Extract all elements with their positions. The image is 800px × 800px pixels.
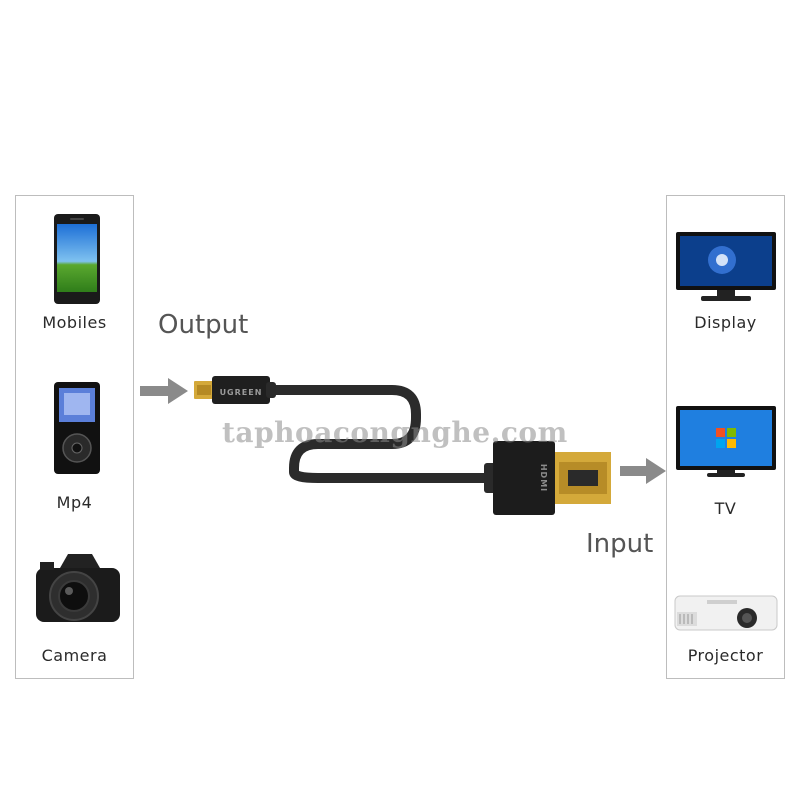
mp4-player-icon bbox=[54, 382, 100, 474]
source-devices-panel: Mobiles Mp4 Camera bbox=[15, 195, 134, 679]
tv-icon bbox=[676, 406, 776, 477]
device-label-camera: Camera bbox=[41, 646, 108, 665]
hdmi-connector-text: HDMI bbox=[539, 464, 548, 492]
camera-icon bbox=[36, 554, 120, 622]
device-label-tv: TV bbox=[714, 499, 737, 518]
hdmi-connector bbox=[484, 441, 611, 515]
device-label-mp4: Mp4 bbox=[56, 493, 93, 512]
left-arrow-icon bbox=[140, 378, 188, 404]
monitor-icon bbox=[676, 232, 776, 301]
projector-icon bbox=[674, 595, 778, 631]
output-label: Output bbox=[158, 310, 249, 340]
device-label-projector: Projector bbox=[687, 646, 764, 665]
input-label: Input bbox=[586, 529, 654, 559]
device-label-display: Display bbox=[694, 313, 757, 332]
watermark-text: taphoacongnghe.com bbox=[222, 416, 568, 449]
connector-brand-text: UGREEN bbox=[220, 388, 263, 397]
micro-hdmi-connector bbox=[194, 376, 276, 404]
device-label-mobiles: Mobiles bbox=[42, 313, 107, 332]
smartphone-icon bbox=[54, 214, 100, 304]
right-arrow-icon bbox=[620, 458, 666, 484]
cable-cord bbox=[265, 385, 491, 483]
display-devices-panel: Display TV Projector bbox=[666, 195, 785, 679]
